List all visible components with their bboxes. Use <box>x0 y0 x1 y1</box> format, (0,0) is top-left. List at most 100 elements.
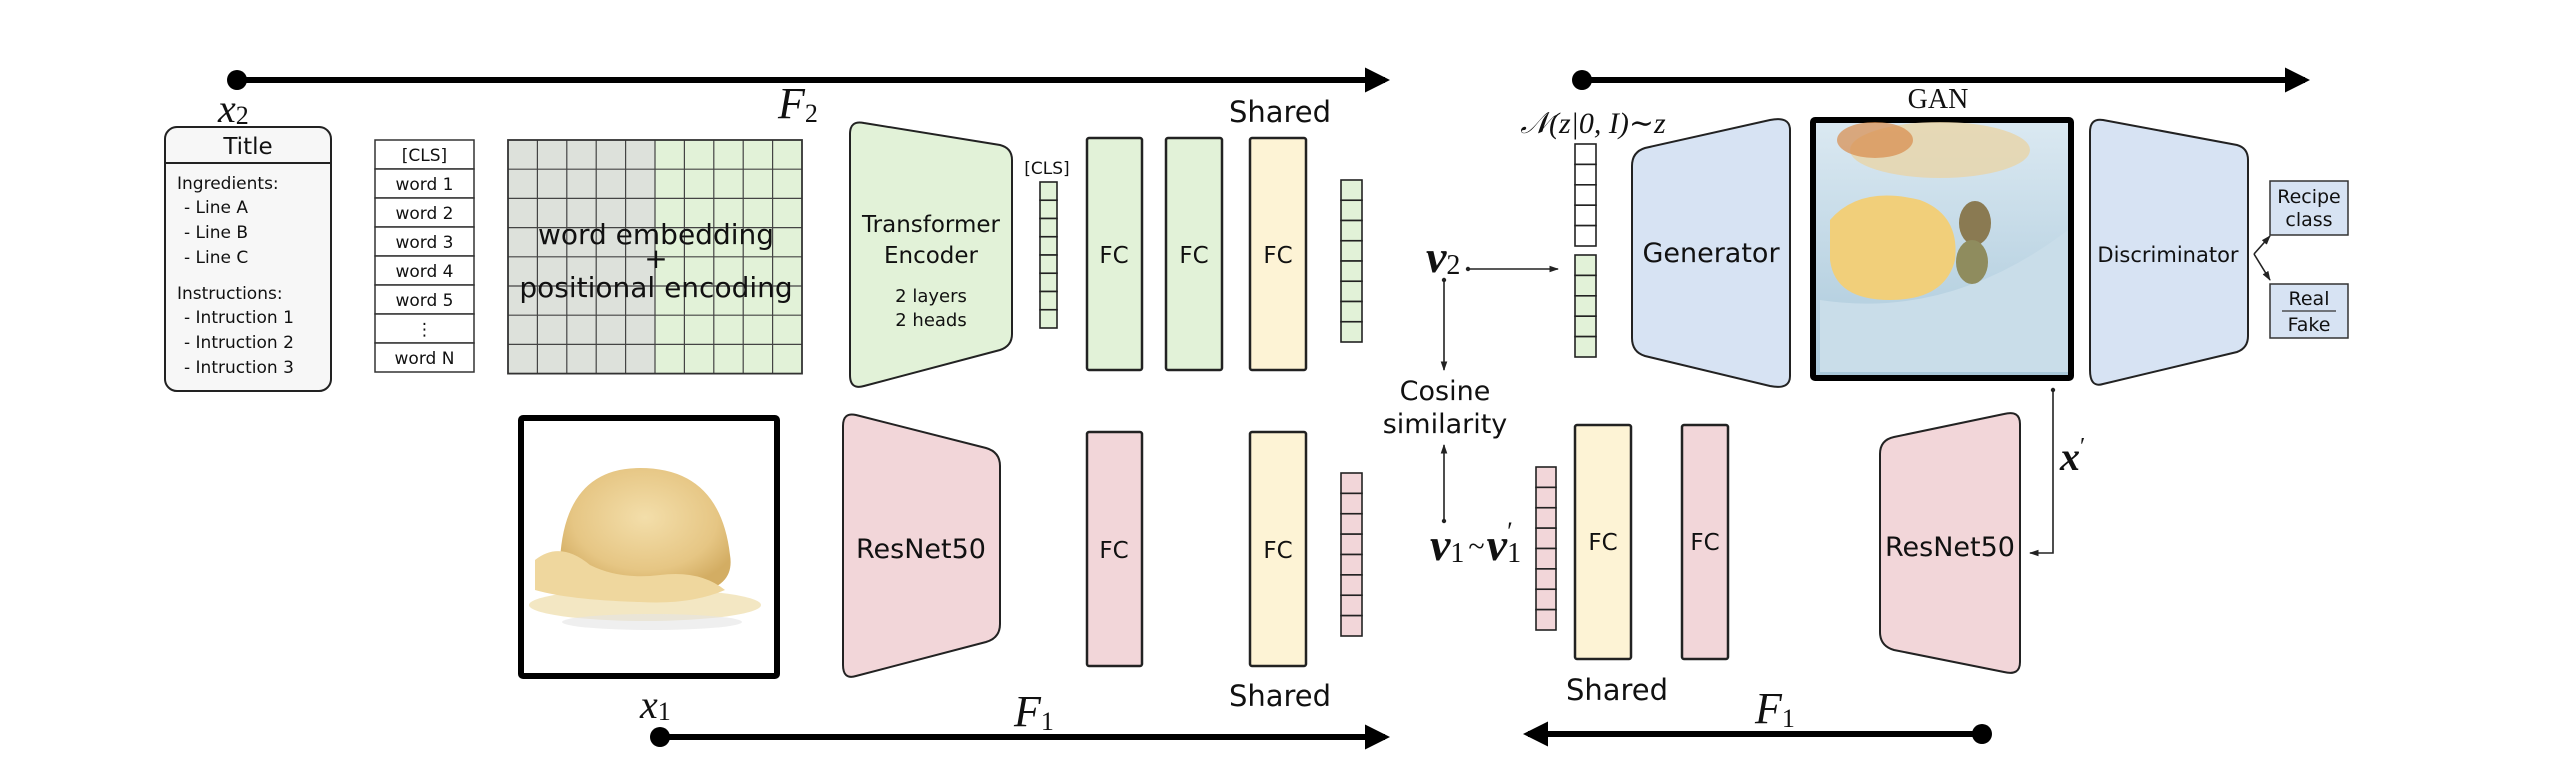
embedding-grid-frame <box>507 139 803 375</box>
vector-cell <box>1340 553 1363 576</box>
shared-fc-bottom-label: FC <box>1263 538 1292 564</box>
resnet50-generated-shape <box>1879 412 2021 674</box>
text-pipeline-axis: x2 F2 <box>217 67 1391 131</box>
recipe-class-output: Recipe class <box>2269 180 2349 236</box>
discriminator: Discriminator <box>2089 118 2249 386</box>
vector-cell <box>1039 308 1058 329</box>
embedding-caption: word embedding + positional encoding <box>519 218 792 304</box>
transformer-title1: Transformer <box>861 212 1001 238</box>
token-label: word 2 <box>395 204 453 224</box>
vector-cell <box>1039 235 1058 256</box>
token-label: [CLS] <box>402 146 447 166</box>
vector-cell <box>1574 335 1597 358</box>
ingredient-line: - Line C <box>184 248 248 268</box>
transformer-encoder: Transformer Encoder 2 layers 2 heads <box>849 121 1013 388</box>
x2-label: x2 <box>217 86 249 131</box>
disc-to-class-arrow <box>2253 235 2271 255</box>
vector-cell <box>1340 199 1363 222</box>
text-fc-1-label: FC <box>1099 243 1128 269</box>
recipe-class-box <box>2269 180 2349 236</box>
gan-axis: GAN <box>1572 67 2311 115</box>
f1-label-generated: F1 <box>1754 684 1795 733</box>
f2-label: F2 <box>777 79 818 128</box>
text-fc-1-box <box>1085 136 1144 372</box>
generated-bg-fruit <box>1837 122 1913 158</box>
shared-fc-top: FC <box>1248 136 1308 372</box>
shared-label-generated: Shared <box>1566 673 1668 707</box>
shared-label-top: Shared <box>1229 95 1331 129</box>
token-label: word 4 <box>395 262 453 282</box>
generated-scoop <box>1830 195 1956 300</box>
ice-cream-shadow <box>562 614 742 630</box>
recipe-card: Title Ingredients: - Line A - Line B - L… <box>164 126 332 392</box>
vector-cell <box>1340 533 1363 556</box>
discriminator-shape <box>2089 118 2249 386</box>
cosine-line1: Cosine <box>1400 376 1491 407</box>
token-cell <box>374 168 475 199</box>
token-label: ⋮ <box>416 320 433 340</box>
instructions-header: Instructions: <box>177 284 283 304</box>
image-fc-label: FC <box>1099 538 1128 564</box>
instruction-line: - Intruction 2 <box>184 333 294 353</box>
vector-cell <box>1039 217 1058 238</box>
shared-fc-top-box <box>1248 136 1308 372</box>
v2-label: v2 <box>1426 231 1460 282</box>
vector-cell <box>1340 492 1363 515</box>
v2-down-origin <box>1441 277 1447 283</box>
resnet50-image-encoder: ResNet50 <box>842 413 1001 678</box>
transformer-heads: 2 heads <box>895 310 967 331</box>
vector-cell <box>1574 163 1597 186</box>
shared-fc-generated: FC <box>1573 423 1633 661</box>
transformer-title2: Encoder <box>884 243 979 269</box>
vector-cell <box>1340 179 1363 202</box>
gan-title: GAN <box>1908 84 1969 115</box>
ingredients-header: Ingredients: <box>177 174 279 194</box>
embedding-line2: positional encoding <box>519 271 792 304</box>
ingredient-line: - Line B <box>184 223 248 243</box>
vector-cell <box>1574 224 1597 247</box>
token-cell <box>374 226 475 257</box>
vector-cell <box>1574 204 1597 227</box>
shared-fc-generated-box <box>1573 423 1633 661</box>
recipe-title: Title <box>222 134 272 160</box>
ice-cream-scoop <box>559 468 731 592</box>
v1-symbol: v1~v1′ <box>1430 517 1521 570</box>
vector-cell <box>1039 254 1058 275</box>
vector-cell <box>1340 300 1363 323</box>
generated-nut-2 <box>1956 240 1988 284</box>
vector-cell <box>1340 594 1363 617</box>
cls-output-label: [CLS] <box>1024 159 1069 179</box>
noise-distribution-label: 𝒩(z|0, I)∼z <box>1520 107 1666 140</box>
vector-cell <box>1039 272 1058 293</box>
gan-axis-start-dot <box>1572 70 1592 90</box>
fake-label: Fake <box>2288 314 2331 336</box>
image-pipeline-axis: x1 F1 <box>639 682 1391 750</box>
vector-cell <box>1039 181 1058 202</box>
shared-fc-generated-label: FC <box>1588 530 1617 556</box>
shared-fc-top-label: FC <box>1263 243 1292 269</box>
x1-label: x1 <box>639 682 671 727</box>
discriminator-label: Discriminator <box>2097 243 2239 267</box>
text-fc-2-box <box>1164 136 1224 372</box>
instruction-line: - Intruction 1 <box>184 308 294 328</box>
text-axis-start-dot <box>227 70 247 90</box>
shared-fc-bottom: FC <box>1248 430 1308 668</box>
generated-bowl-rim <box>1820 230 2068 372</box>
ice-cream-melt <box>535 551 725 603</box>
image-output-vector <box>1340 472 1363 637</box>
v1-label: v1~v1′ <box>1430 517 1521 570</box>
vector-cell <box>1340 260 1363 283</box>
vector-cell <box>1340 512 1363 535</box>
generated-to-resnet-arrow <box>2029 390 2054 557</box>
v2-symbol: v2 <box>1426 231 1460 282</box>
transformer-encoder-shape <box>849 121 1013 388</box>
v2-arrow-origin <box>1465 266 1471 272</box>
generated-axis-start-dot <box>1972 724 1992 744</box>
image-fc-box <box>1085 430 1144 668</box>
generator-label: Generator <box>1642 238 1780 269</box>
x-prime-label: x′ <box>2059 434 2085 479</box>
resnet50-shape <box>842 413 1001 678</box>
embedding-grid <box>507 139 803 375</box>
image-axis-start-dot <box>650 727 670 747</box>
